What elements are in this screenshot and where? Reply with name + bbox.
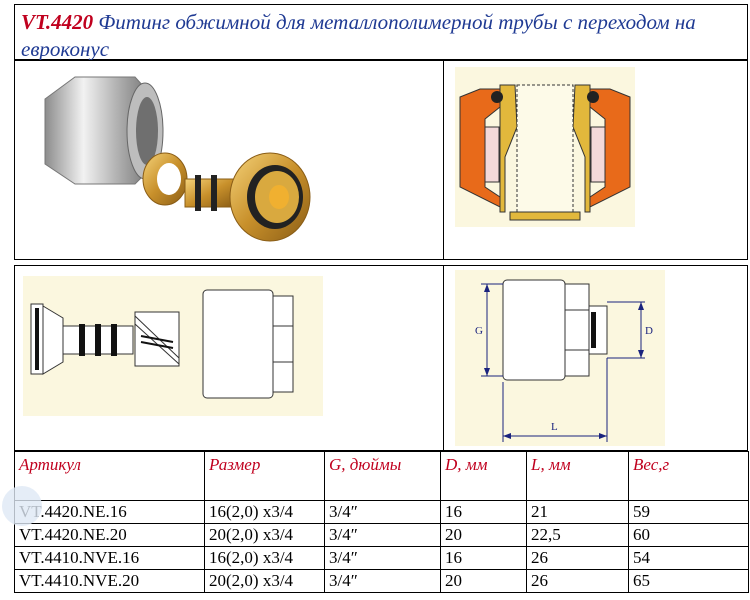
header-g: G, дюймы <box>324 451 441 501</box>
drawing-divider <box>443 266 444 450</box>
cell-d: 16 <box>440 500 527 524</box>
product-code: VT.4420 <box>21 10 94 34</box>
nut-drawing <box>202 289 294 399</box>
section-right <box>572 84 631 213</box>
table-row: VT.4410.NVE.20 20(2,0) x3/4 3/4″ 20 26 6… <box>14 569 749 593</box>
dimension-drawing: G D L <box>455 270 665 446</box>
title-box: VT.4420 Фитинг обжимной для металлополим… <box>14 4 748 63</box>
header-d: D, мм <box>440 451 527 501</box>
cell-g: 3/4″ <box>324 500 441 524</box>
product-photo <box>44 76 311 242</box>
table-header-row: Артикул Размер G, дюймы D, мм L, мм Вес,… <box>14 451 749 501</box>
dim-l: L <box>502 358 608 442</box>
header-article: Артикул <box>14 451 205 501</box>
cross-section-drawing <box>455 67 635 227</box>
section-left <box>459 84 518 213</box>
product-description: Фитинг обжимной для металлополимерной тр… <box>21 10 696 61</box>
cell-d: 20 <box>440 523 527 547</box>
dim-g-label: G <box>475 325 483 337</box>
cell-l: 26 <box>526 546 629 570</box>
cell-l: 26 <box>526 569 629 593</box>
page-title: VT.4420 Фитинг обжимной для металлополим… <box>21 9 741 63</box>
header-weight: Вес,г <box>628 451 749 501</box>
cell-d: 16 <box>440 546 527 570</box>
table-row: VT.4420.NE.20 20(2,0) x3/4 3/4″ 20 22,5 … <box>14 523 749 547</box>
cell-size: 16(2,0) x3/4 <box>204 546 325 570</box>
cell-size: 20(2,0) x3/4 <box>204 569 325 593</box>
photo-divider <box>443 61 444 259</box>
dim-d: D <box>607 301 653 359</box>
drawing-row: G D L <box>14 265 748 451</box>
cell-l: 22,5 <box>526 523 629 547</box>
watermark-logo <box>2 486 42 526</box>
cell-g: 3/4″ <box>324 523 441 547</box>
dim-g: G <box>475 283 503 377</box>
cell-article: VT.4410.NVE.16 <box>14 546 205 570</box>
exploded-drawing <box>23 276 323 416</box>
header-l: L, мм <box>526 451 629 501</box>
insert-drawing <box>30 303 134 375</box>
cell-weight: 54 <box>628 546 749 570</box>
cell-size: 20(2,0) x3/4 <box>204 523 325 547</box>
cell-l: 21 <box>526 500 629 524</box>
cell-weight: 60 <box>628 523 749 547</box>
fitting-outline <box>502 279 608 381</box>
dim-d-label: D <box>645 325 653 337</box>
dim-l-label: L <box>551 421 558 433</box>
split-ring-photo <box>142 152 188 206</box>
cell-article: VT.4420.NE.20 <box>14 523 205 547</box>
cell-weight: 65 <box>628 569 749 593</box>
header-size: Размер <box>204 451 325 501</box>
table-row: VT.4420.NE.16 16(2,0) x3/4 3/4″ 16 21 59 <box>14 500 749 524</box>
body-photo <box>184 152 311 242</box>
photo-row <box>14 60 748 260</box>
cell-d: 20 <box>440 569 527 593</box>
cell-weight: 59 <box>628 500 749 524</box>
cell-size: 16(2,0) x3/4 <box>204 500 325 524</box>
nut-photo <box>44 76 164 185</box>
ring-drawing <box>134 311 180 367</box>
cell-g: 3/4″ <box>324 569 441 593</box>
table-row: VT.4410.NVE.16 16(2,0) x3/4 3/4″ 16 26 5… <box>14 546 749 570</box>
spec-table: Артикул Размер G, дюймы D, мм L, мм Вес,… <box>14 451 749 593</box>
cell-article: VT.4410.NVE.20 <box>14 569 205 593</box>
cell-g: 3/4″ <box>324 546 441 570</box>
cell-article: VT.4420.NE.16 <box>14 500 205 524</box>
